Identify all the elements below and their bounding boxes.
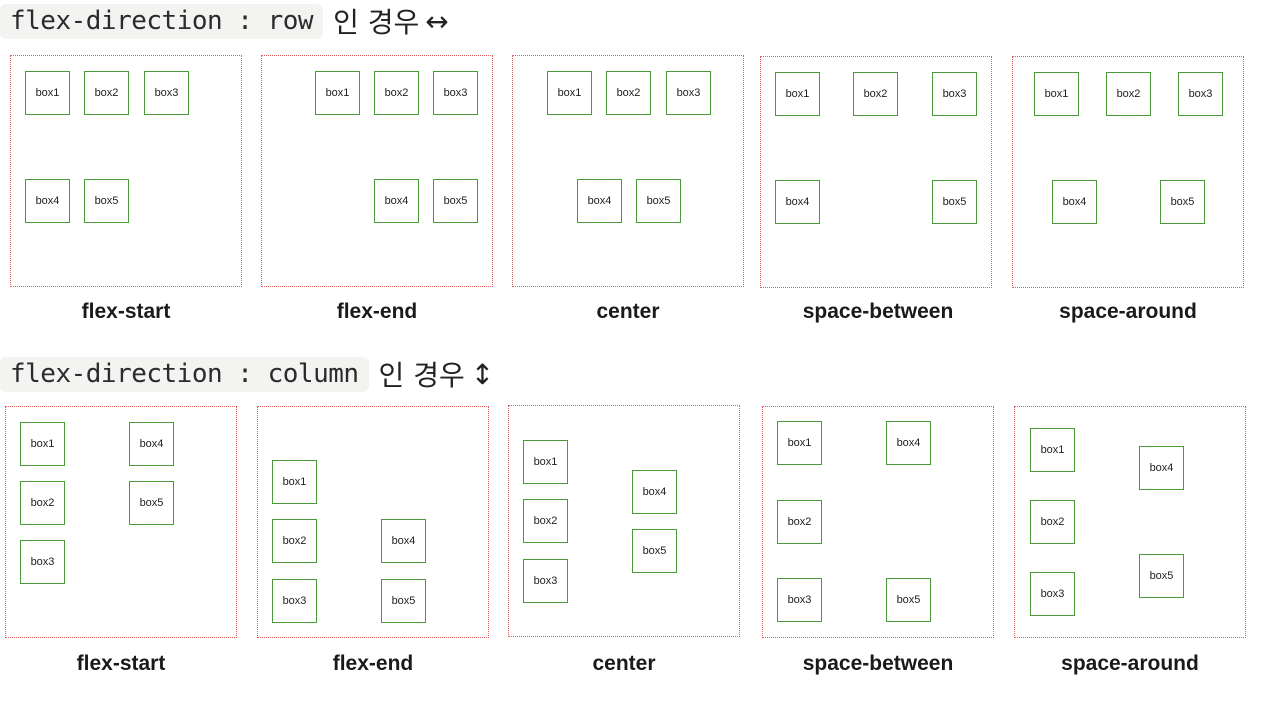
row-caption-space-between: space-between (802, 300, 954, 323)
box-item: box4 (1139, 446, 1184, 490)
box-item: box1 (523, 440, 568, 484)
box-item: box4 (374, 179, 419, 223)
box-item: box3 (1030, 572, 1075, 616)
row-caption-flex-end: flex-end (336, 300, 418, 323)
box-item: box1 (1034, 72, 1079, 116)
box-item: box1 (775, 72, 820, 116)
row-korean-label: 인 경우 (333, 6, 420, 39)
box-item: box4 (886, 421, 931, 465)
box-item: box2 (272, 519, 317, 563)
box-item: box4 (381, 519, 426, 563)
column-panel-flex-end: box1 box2 box3 box4 box5 (257, 406, 489, 638)
box-item: box4 (25, 179, 70, 223)
row-caption-center: center (596, 300, 660, 323)
row-panel-center: box1 box2 box3 box4 box5 (512, 55, 744, 287)
box-item: box2 (606, 71, 651, 115)
row-section-heading: flex-direction : row 인 경우 ↔ (0, 1, 449, 41)
box-item: box1 (20, 422, 65, 466)
column-korean-label: 인 경우 (378, 359, 465, 392)
box-item: box1 (25, 71, 70, 115)
row-code-label: flex-direction : row (0, 3, 324, 39)
column-panel-center: box1 box2 box3 box4 box5 (508, 405, 740, 637)
box-item: box2 (1106, 72, 1151, 116)
box-item: box5 (381, 579, 426, 623)
box-item: box3 (144, 71, 189, 115)
box-item: box1 (315, 71, 360, 115)
horizontal-arrow-icon: ↔ (425, 4, 449, 38)
box-item: box3 (1178, 72, 1223, 116)
column-code-label: flex-direction : column (0, 356, 369, 392)
box-item: box5 (932, 180, 977, 224)
row-panel-flex-end: box1 box2 box3 box4 box5 (261, 55, 493, 287)
row-caption-space-around: space-around (1059, 300, 1197, 323)
box-item: box1 (272, 460, 317, 504)
column-section-heading: flex-direction : column 인 경우 ↕ (0, 354, 494, 394)
box-item: box1 (1030, 428, 1075, 472)
row-caption-flex-start: flex-start (81, 300, 171, 323)
column-caption-space-around: space-around (1061, 652, 1199, 675)
box-item: box3 (433, 71, 478, 115)
box-item: box2 (523, 499, 568, 543)
column-panel-space-around: box1 box2 box3 box4 box5 (1014, 406, 1246, 638)
box-item: box4 (129, 422, 174, 466)
box-item: box2 (84, 71, 129, 115)
column-caption-center: center (592, 652, 656, 675)
box-item: box4 (1052, 180, 1097, 224)
box-item: box3 (666, 71, 711, 115)
box-item: box5 (433, 179, 478, 223)
vertical-arrow-icon: ↕ (470, 357, 495, 391)
row-panel-space-between: box1 box2 box3 box4 box5 (760, 56, 992, 288)
column-caption-flex-start: flex-start (76, 652, 166, 675)
column-caption-space-between: space-between (802, 652, 954, 675)
box-item: box4 (632, 470, 677, 514)
box-item: box3 (272, 579, 317, 623)
box-item: box2 (777, 500, 822, 544)
box-item: box1 (547, 71, 592, 115)
box-item: box3 (20, 540, 65, 584)
column-panel-space-between: box1 box2 box3 box4 box5 (762, 406, 994, 638)
box-item: box4 (577, 179, 622, 223)
box-item: box2 (20, 481, 65, 525)
box-item: box5 (84, 179, 129, 223)
box-item: box3 (932, 72, 977, 116)
box-item: box4 (775, 180, 820, 224)
box-item: box1 (777, 421, 822, 465)
box-item: box2 (853, 72, 898, 116)
column-panel-flex-start: box1 box2 box3 box4 box5 (5, 406, 237, 638)
box-item: box2 (1030, 500, 1075, 544)
box-item: box3 (777, 578, 822, 622)
box-item: box3 (523, 559, 568, 603)
box-item: box5 (1139, 554, 1184, 598)
box-item: box5 (129, 481, 174, 525)
box-item: box5 (886, 578, 931, 622)
box-item: box5 (1160, 180, 1205, 224)
box-item: box5 (632, 529, 677, 573)
row-panel-flex-start: box1 box2 box3 box4 box5 (10, 55, 242, 287)
column-caption-flex-end: flex-end (332, 652, 414, 675)
row-panel-space-around: box1 box2 box3 box4 box5 (1012, 56, 1244, 288)
box-item: box2 (374, 71, 419, 115)
box-item: box5 (636, 179, 681, 223)
